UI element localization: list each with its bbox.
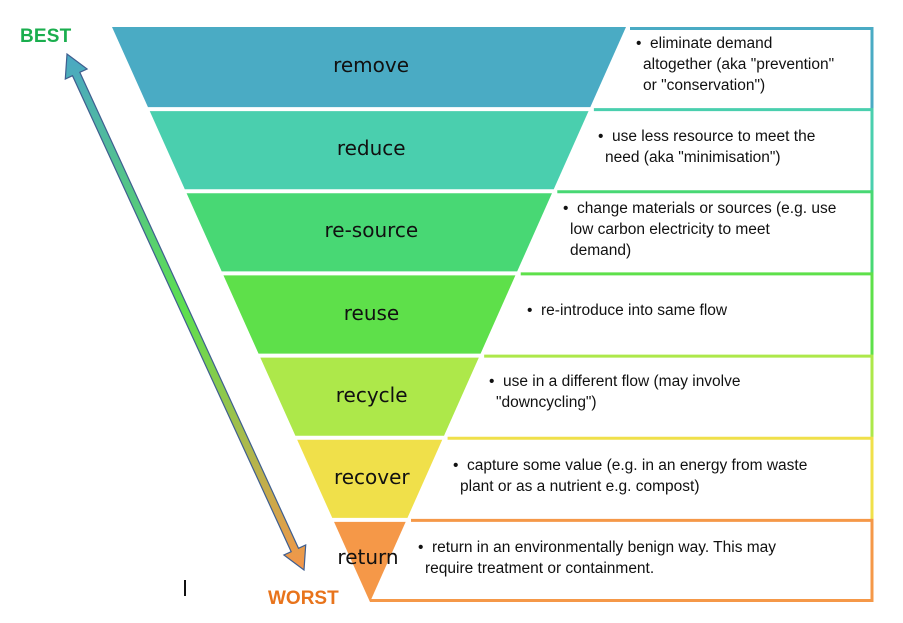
description-line: • capture some value (e.g. in an energy f…: [453, 455, 807, 476]
best-worst-double-arrow-icon: [64, 52, 307, 572]
bullet-icon: •: [563, 200, 569, 218]
funnel-band-re-source: [186, 193, 552, 272]
description-line: • use less resource to meet the: [598, 126, 815, 147]
double-arrow-shape: [64, 52, 307, 572]
description-line-text: "downcycling"): [496, 393, 597, 411]
description-line: demand): [563, 240, 836, 261]
funnel: [112, 27, 874, 602]
description-recover: • capture some value (e.g. in an energy f…: [453, 455, 807, 497]
funnel-band-recover: [297, 439, 443, 518]
description-remove: • eliminate demand altogether (aka "preven…: [636, 33, 834, 96]
description-box-reuse: [482, 273, 872, 356]
description-line: need (aka "minimisation"): [598, 147, 815, 168]
best-label: BEST: [20, 26, 72, 47]
level-label-recover: recover: [333, 464, 410, 489]
description-box-remove: [592, 28, 872, 110]
description-line: "downcycling"): [489, 392, 741, 413]
description-line-text: eliminate demand: [650, 35, 773, 52]
funnel-band-reduce: [149, 111, 589, 190]
description-line: altogether (aka "prevention": [636, 54, 834, 75]
description-box-re-source: [519, 191, 872, 274]
funnel-band-reuse: [223, 275, 516, 354]
level-label-recycle: recycle: [335, 382, 408, 407]
description-line-text: altogether (aka "prevention": [643, 56, 835, 73]
funnel-band-remove: [112, 27, 626, 108]
description-return: • return in an environmentally benign way…: [418, 537, 776, 579]
description-line-text: need (aka "minimisation"): [605, 149, 781, 167]
bullet-icon: •: [636, 35, 642, 52]
description-box-reduce: [555, 109, 872, 192]
bullet-icon: •: [418, 538, 424, 556]
description-line-text: or "conservation"): [643, 77, 766, 94]
description-line-text: use in a different flow (may involve: [503, 372, 741, 390]
level-label-remove: remove: [333, 53, 410, 78]
description-line-text: plant or as a nutrient e.g. compost): [460, 477, 700, 495]
description-line-text: return in an environmentally benign way.…: [432, 538, 777, 556]
description-line: • return in an environmentally benign way…: [418, 537, 776, 558]
bullet-icon: •: [527, 302, 533, 320]
description-line: • eliminate demand: [636, 33, 834, 54]
bullet-icon: •: [598, 128, 604, 146]
description-line-text: low carbon electricity to meet: [570, 221, 770, 239]
level-label-reuse: reuse: [343, 300, 400, 325]
description-box-return: [373, 520, 872, 601]
description-box-recycle: [446, 356, 872, 438]
level-label-re-source: re-source: [324, 218, 419, 243]
description-line: plant or as a nutrient e.g. compost): [453, 476, 807, 497]
description-line: • use in a different flow (may involve: [489, 371, 741, 392]
level-label-return: return: [337, 545, 399, 569]
description-reduce: • use less resource to meet the need (aka …: [598, 126, 815, 168]
description-line: require treatment or containment.: [418, 558, 776, 579]
description-line: or "conservation"): [636, 75, 834, 96]
description-line-text: capture some value (e.g. in an energy fr…: [467, 456, 808, 474]
funnel-band-recycle: [260, 357, 479, 436]
description-recycle: • use in a different flow (may involve "do…: [489, 371, 741, 413]
description-line: low carbon electricity to meet: [563, 219, 836, 240]
description-re-source: • change materials or sources (e.g. use lo…: [563, 198, 836, 261]
description-line: • change materials or sources (e.g. use: [563, 198, 836, 219]
worst-label: WORST: [268, 588, 339, 609]
bullet-icon: •: [453, 456, 459, 474]
description-box-recover: [409, 438, 872, 520]
description-line-text: require treatment or containment.: [425, 559, 655, 577]
description-line: • re-introduce into same flow: [527, 300, 727, 321]
bullet-icon: •: [489, 372, 495, 390]
description-line-text: change materials or sources (e.g. use: [577, 200, 837, 218]
funnel-band-return: [334, 521, 406, 602]
description-line-text: use less resource to meet the: [612, 128, 816, 146]
text-cursor-icon: [184, 580, 186, 596]
description-reuse: • re-introduce into same flow: [527, 300, 727, 321]
description-line-text: re-introduce into same flow: [541, 302, 728, 320]
level-label-reduce: reduce: [336, 136, 406, 161]
description-line-text: demand): [570, 242, 632, 260]
